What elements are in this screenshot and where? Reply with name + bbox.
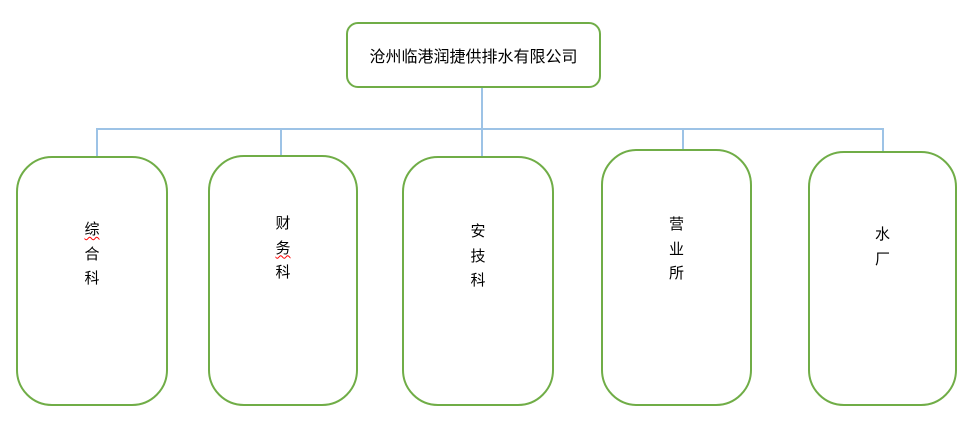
- dept-box-business-office: 营业所: [601, 149, 752, 406]
- connector-stem: [481, 88, 483, 129]
- dept-label: 综合科: [84, 222, 100, 287]
- dept-box-finance: 财务科: [208, 155, 358, 406]
- dept-box-general-office: 综合科: [16, 156, 168, 406]
- company-box: 沧州临港润捷供排水有限公司: [346, 22, 601, 88]
- connector-bus: [96, 128, 884, 130]
- connector-drop-2: [280, 128, 282, 155]
- dept-label: 营业所: [668, 217, 684, 282]
- connector-drop-5: [882, 128, 884, 151]
- connector-drop-4: [682, 128, 684, 149]
- dept-box-safety-tech: 安技科: [402, 156, 554, 406]
- connector-drop-3: [481, 128, 483, 156]
- dept-label: 水厂: [874, 227, 890, 268]
- dept-box-water-plant: 水厂: [808, 151, 957, 406]
- connector-drop-1: [96, 128, 98, 156]
- dept-label: 安技科: [470, 224, 486, 289]
- company-name: 沧州临港润捷供排水有限公司: [369, 49, 578, 66]
- dept-label: 财务科: [275, 216, 291, 281]
